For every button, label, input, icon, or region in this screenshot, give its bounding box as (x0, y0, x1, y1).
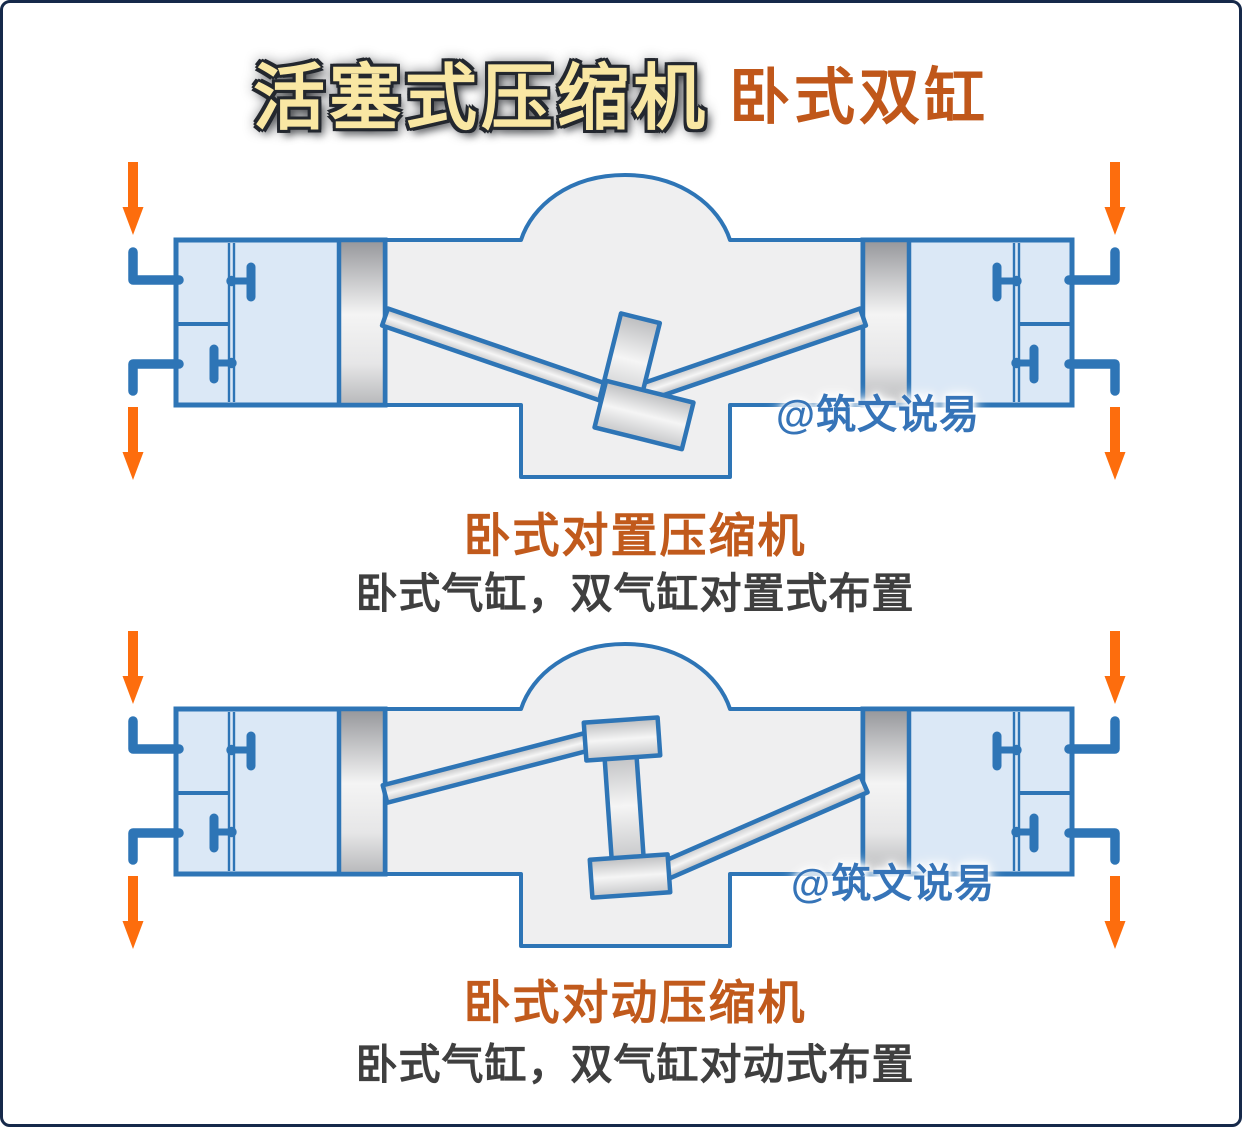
diagram1-caption: 卧式对置压缩机 (463, 509, 807, 562)
crank-pin (592, 378, 696, 452)
crank-opposed (379, 306, 869, 452)
watermark: @筑文说易 (791, 862, 996, 906)
watermark: @筑文说易 (776, 393, 981, 437)
diagram1-subcaption: 卧式气缸，双气缸对置式布置 (355, 570, 915, 617)
title-main: 活塞式压缩机 (252, 59, 709, 139)
crank-tandem (380, 715, 870, 900)
diagram2-caption: 卧式对动压缩机 (463, 976, 807, 1029)
compressor-diagrams (3, 3, 1242, 1127)
crosshead-upper (581, 715, 663, 763)
crosshead-link (601, 747, 647, 865)
diagram-opposed (123, 162, 1126, 480)
page-title: 活塞式压缩机 卧式双缸 (3, 39, 1239, 144)
crosshead-lower (587, 852, 673, 900)
diagram-tandem (123, 631, 1126, 949)
diagram2-subcaption: 卧式气缸，双气缸对动式布置 (355, 1041, 915, 1088)
title-sub: 卧式双缸 (729, 63, 990, 131)
